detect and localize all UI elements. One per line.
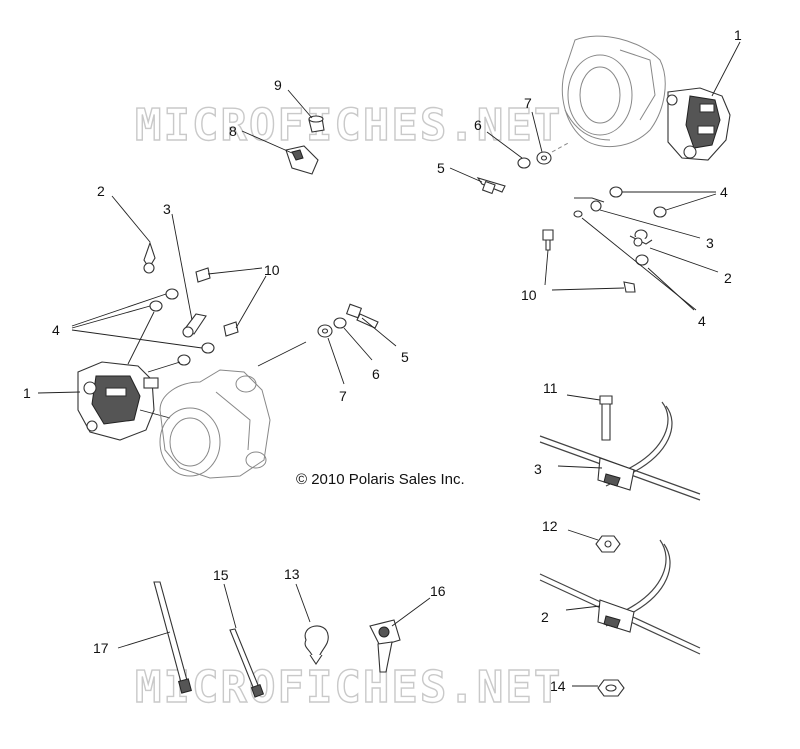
left-bleeder-2 xyxy=(143,241,156,274)
nut-14 xyxy=(597,679,625,697)
copyright-notice: © 2010 Polaris Sales Inc. xyxy=(296,471,465,488)
callout-9: 9 xyxy=(274,77,282,93)
left-washers-6-7 xyxy=(317,317,347,338)
cable-tie-15 xyxy=(229,628,265,698)
upper-bolt-10 xyxy=(542,229,636,293)
upper-washers xyxy=(517,151,552,169)
callout-13: 13 xyxy=(284,566,300,582)
callout-8: 8 xyxy=(229,123,237,139)
upper-bleeder-2 xyxy=(629,235,653,247)
watermark-bottom: MICROFICHES.NET xyxy=(135,662,562,713)
callout-15: 15 xyxy=(213,567,229,583)
callout-11: 11 xyxy=(543,380,558,396)
clip-13 xyxy=(304,625,329,665)
left-bolts-10 xyxy=(195,267,239,337)
upper-washers-4 xyxy=(609,186,667,266)
callout-3-left: 3 xyxy=(163,201,171,217)
callout-2-left: 2 xyxy=(97,183,105,199)
callout-1-left: 1 xyxy=(23,385,31,401)
cable-clamp-3-detail xyxy=(539,401,701,501)
upper-bolt-5 xyxy=(476,177,506,195)
callout-7-upper: 7 xyxy=(524,95,532,111)
callout-3-right: 3 xyxy=(534,461,542,477)
cable-tie-17 xyxy=(153,581,192,694)
part-8-clip xyxy=(285,145,319,175)
upper-banjo-3 xyxy=(573,197,605,218)
left-washers-4 xyxy=(149,288,215,366)
left-hub-housing xyxy=(159,369,271,479)
callout-7-left: 7 xyxy=(339,388,347,404)
nut-12 xyxy=(595,535,621,553)
cable-clamp-2-detail xyxy=(539,539,701,655)
callout-4-left: 4 xyxy=(52,322,60,338)
callout-5-left: 5 xyxy=(401,349,409,365)
part-9-sleeve xyxy=(308,115,325,133)
callout-10-upper: 10 xyxy=(521,287,537,303)
grommet-16 xyxy=(369,619,401,673)
callout-1-upper: 1 xyxy=(734,27,742,43)
callout-4-upper-b: 4 xyxy=(698,313,706,329)
callout-6-upper: 6 xyxy=(474,117,482,133)
bolt-11 xyxy=(599,395,613,441)
callout-12: 12 xyxy=(542,518,558,534)
callout-5-upper: 5 xyxy=(437,160,445,176)
upper-brake-caliper xyxy=(666,87,731,161)
callout-16: 16 xyxy=(430,583,446,599)
callout-2-right: 2 xyxy=(541,609,549,625)
left-brake-caliper xyxy=(77,361,159,441)
callout-4-upper-a: 4 xyxy=(720,184,728,200)
callout-2-upper: 2 xyxy=(724,270,732,286)
callout-17: 17 xyxy=(93,640,109,656)
left-banjo-3 xyxy=(182,313,207,338)
upper-hub-housing xyxy=(561,35,666,148)
callout-6-left: 6 xyxy=(372,366,380,382)
callout-14: 14 xyxy=(550,678,566,694)
callout-3-upper: 3 xyxy=(706,235,714,251)
callout-10-left: 10 xyxy=(264,262,280,278)
watermark-top: MICROFICHES.NET xyxy=(135,100,562,151)
left-bolt-5 xyxy=(345,303,379,329)
